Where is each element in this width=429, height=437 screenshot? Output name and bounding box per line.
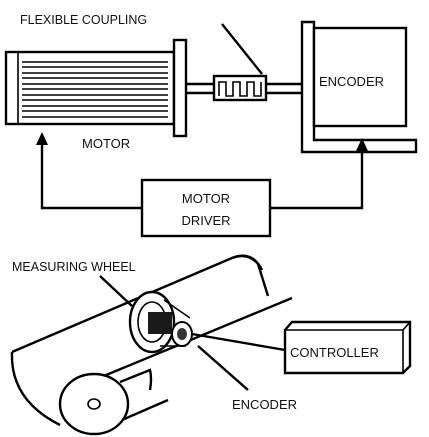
conveyor-roller bbox=[58, 372, 130, 436]
motor-shaft bbox=[186, 82, 302, 95]
flexible-coupling bbox=[212, 74, 268, 102]
motor bbox=[4, 38, 188, 138]
motor-windings bbox=[22, 61, 168, 118]
motor-driver-label-line1: MOTOR bbox=[182, 191, 230, 206]
wheel-hub-encoder bbox=[148, 312, 172, 334]
encoder-top-label: ENCODER bbox=[319, 74, 384, 89]
controller-label: CONTROLLER bbox=[290, 345, 379, 360]
measuring-wheel-leader bbox=[99, 275, 133, 307]
motor-driver-label-line2: DRIVER bbox=[181, 213, 230, 228]
arrow-to-motor bbox=[36, 132, 48, 145]
encoder-bottom-label: ENCODER bbox=[232, 397, 297, 412]
feedback-wiring bbox=[36, 132, 368, 210]
motor-end-cap bbox=[5, 51, 19, 125]
flexible-coupling-leader bbox=[221, 23, 263, 75]
motor-flange bbox=[172, 38, 188, 138]
flexible-coupling-label: FLEXIBLE COUPLING bbox=[20, 13, 147, 27]
controller-cable bbox=[191, 332, 286, 352]
measuring-wheel-label: MEASURING WHEEL bbox=[12, 260, 136, 274]
measuring-wheel bbox=[128, 290, 193, 354]
arrow-from-encoder bbox=[356, 138, 368, 151]
motor-label: MOTOR bbox=[82, 136, 130, 151]
encoder-top-box bbox=[312, 26, 408, 128]
encoder-bracket bbox=[300, 20, 418, 154]
controller-box bbox=[283, 320, 412, 375]
encoder-bottom-leader bbox=[197, 345, 249, 391]
motor-driver-box bbox=[140, 178, 272, 238]
roller-hub bbox=[87, 398, 101, 410]
